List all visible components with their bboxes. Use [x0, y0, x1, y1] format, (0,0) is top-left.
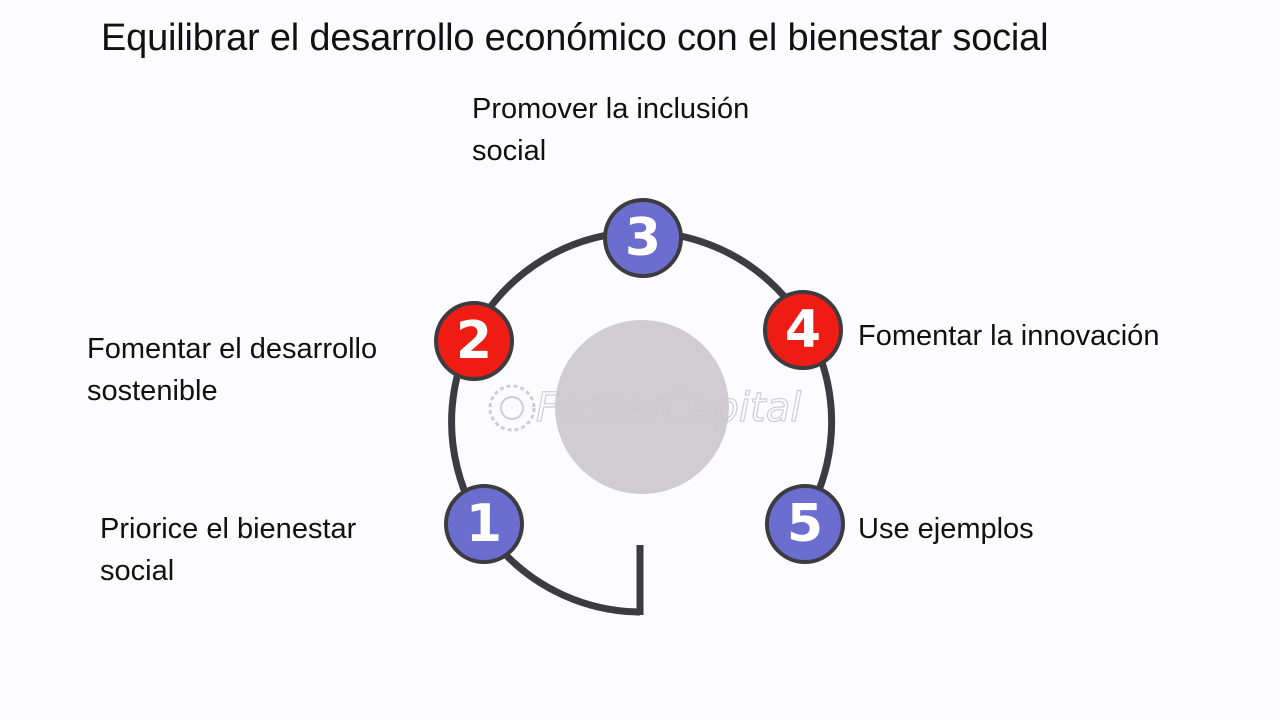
step-node-1[interactable]: 1: [444, 484, 524, 564]
step-label-1: Priorice el bienestar social: [100, 508, 356, 592]
step-label-2: Fomentar el desarrollo sostenible: [87, 328, 377, 412]
step-label-3-line-1: Promover la inclusión: [472, 93, 750, 125]
diagram-title: Equilibrar el desarrollo económico con e…: [101, 17, 1049, 59]
step-label-2-line-1: Fomentar el desarrollo: [87, 333, 378, 365]
step-circle-5: [765, 484, 845, 564]
step-label-2-line-2: sostenible: [87, 375, 218, 407]
watermark-text: FasterCapital: [536, 385, 801, 431]
step-node-3[interactable]: 3: [603, 198, 683, 278]
step-circle-4: [763, 290, 843, 370]
step-node-5[interactable]: 5: [765, 484, 845, 564]
step-node-4[interactable]: 4: [763, 290, 843, 370]
step-label-5: Use ejemplos: [858, 508, 1034, 550]
step-number-4: 4: [785, 300, 821, 360]
step-label-3: Promover la inclusión social: [472, 88, 749, 172]
step-number-1: 1: [466, 494, 502, 554]
step-label-1-line-2: social: [100, 555, 175, 587]
step-circle-3: [603, 198, 683, 278]
step-node-2[interactable]: 2: [434, 301, 514, 381]
step-number-2: 2: [456, 311, 492, 371]
step-circle-1: [444, 484, 524, 564]
step-number-3: 3: [625, 208, 661, 268]
step-circle-2: [434, 301, 514, 381]
step-number-5: 5: [787, 494, 823, 554]
step-label-1-line-1: Priorice el bienestar: [100, 513, 357, 545]
step-label-4-line-1: Fomentar la innovación: [858, 320, 1160, 352]
center-disc: [555, 320, 729, 494]
step-label-4: Fomentar la innovación: [858, 315, 1159, 357]
step-label-5-line-1: Use ejemplos: [858, 513, 1034, 545]
watermark-logo: FasterCapital: [488, 384, 802, 432]
step-label-3-line-2: social: [472, 135, 547, 167]
